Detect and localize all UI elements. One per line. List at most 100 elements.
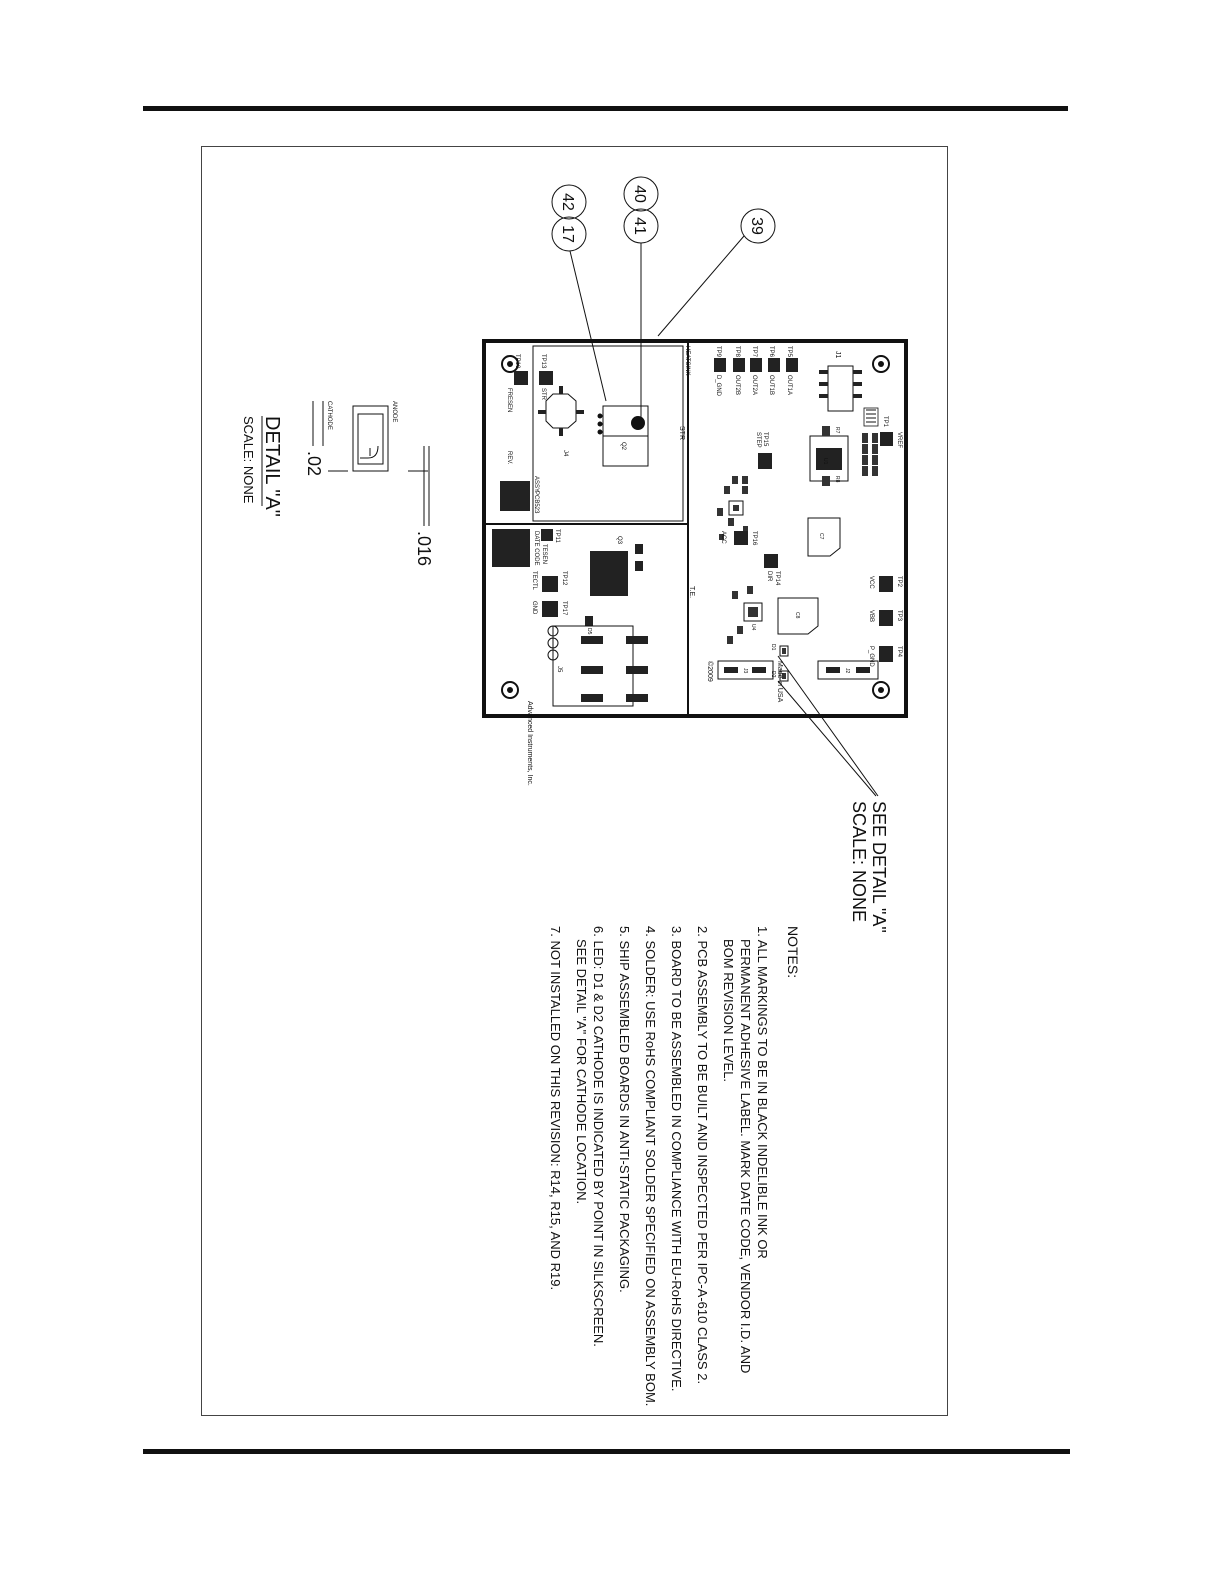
rev-label: REV. [506, 451, 512, 465]
balloon-40-text: 40 [631, 185, 648, 203]
detail-scale: SCALE: NONE [241, 416, 256, 504]
pcb-label: PCB523 [533, 491, 539, 514]
acc-label: ACC [720, 531, 726, 544]
assy-block: ASSY. PCB523 REV. [500, 451, 539, 514]
note-1a: 1. ALL MARKINGS TO BE IN BLACK INDELIBLE… [755, 926, 770, 1259]
tp10-tp13: TP10 TP13 FRESEN STR [506, 354, 553, 412]
balloon-39-text: 39 [748, 217, 765, 235]
vbb-label: VBB [868, 610, 874, 622]
out1a: OUT1A [786, 375, 792, 395]
dim-016: .016 [414, 531, 434, 566]
step-label: STEP [755, 432, 761, 448]
note-6a: 6. LED: D1 & D2 CATHODE IS INDICATED BY … [591, 926, 606, 1347]
tp7: TP7 [751, 346, 757, 358]
balloon-40-41: 40 41 [623, 176, 659, 424]
note-4: 4. SOLDER: USE RoHS COMPLIANT SOLDER SPE… [643, 926, 658, 1406]
tp14-dir: TP14 DIR [764, 554, 780, 586]
balloon-42-text: 42 [559, 193, 576, 211]
u4-region: U4 [727, 586, 763, 644]
lower-right-region: DATE CODE TP11 TESEN TP12 TECTL TP17 GND… [492, 529, 648, 786]
out2a: OUT2A [751, 375, 757, 395]
note-1c: BOM REVISION LEVEL. [721, 939, 736, 1082]
tectl-label: TECTL [531, 571, 537, 591]
q2-ref: Q2 [620, 442, 626, 451]
tp9: TP9 [715, 346, 721, 358]
j1-connector: J1 [819, 351, 862, 412]
c7-ref: C7 [818, 533, 824, 540]
see-detail-line1: SEE DETAIL "A" [869, 801, 889, 933]
test-points-right: TP2 TP3 TP4 VCC VBB P_GND [868, 576, 902, 667]
out1b: OUT1B [768, 375, 774, 395]
balloon-17-text: 17 [559, 225, 576, 243]
tp15-step: TP15 STEP [755, 432, 772, 469]
maker-label: Advanced Instruments, Inc. [526, 701, 533, 786]
j1-ref: J1 [834, 351, 841, 359]
str2-label: STR [540, 388, 546, 401]
tp2-label: TP2 [896, 576, 902, 588]
vcc-label: VCC [868, 576, 874, 589]
tp1-vref: TP1 VREF [863, 407, 902, 448]
heatsink-label: HEATSINK [684, 346, 690, 376]
balloon-41-text: 41 [631, 217, 648, 235]
drawing-frame [201, 146, 948, 1416]
j4-region: J4 [538, 386, 584, 457]
j2-j3: J2 J3 [717, 660, 879, 680]
c7-cap: C7 [807, 517, 841, 557]
tp1-label: TP1 [882, 416, 888, 428]
u1-region: U1 R7 R8 [809, 426, 878, 486]
tp10-label: TP10 [514, 354, 520, 369]
date-code-label: DATE CODE [533, 531, 539, 566]
te-label: T.E. [688, 586, 695, 598]
see-detail-leader: SEE DETAIL "A" SCALE: NONE [777, 655, 889, 933]
cathode-label: CATHODE [326, 401, 332, 430]
assembly-drawing: 39 40 41 42 17 TP5 TP6 TP7 TP8 T [201, 146, 948, 1416]
made-in-usa: Made in USA [776, 661, 783, 703]
tp16-label: TP16 [751, 531, 757, 546]
tp8: TP8 [734, 346, 740, 358]
note-7: 7. NOT INSTALLED ON THIS REVISION: R14, … [548, 926, 563, 1290]
tp16-acc: TP16 ACC [720, 531, 757, 546]
detail-title: DETAIL "A" [261, 416, 283, 517]
see-detail-line2: SCALE: NONE [849, 801, 869, 922]
vref-label: VREF [896, 432, 902, 448]
tp11-label: TP11 [554, 529, 560, 544]
j4-ref: J4 [562, 450, 568, 457]
pgnd-label: P_GND [868, 646, 874, 667]
c8-ref: C8 [794, 612, 800, 619]
d-gnd: D_GND [715, 375, 721, 397]
str-label: STR [678, 426, 685, 440]
u4-ref: U4 [750, 624, 756, 631]
note-6b: SEE DETAIL "A" FOR CATHODE LOCATION. [574, 939, 589, 1204]
dir-label: DIR [766, 571, 772, 582]
tp6: TP6 [768, 346, 774, 358]
j2-ref: J2 [844, 668, 850, 674]
r7-ref: R7 [834, 427, 840, 434]
note-5: 5. SHIP ASSEMBLED BOARDS IN ANTI-STATIC … [617, 926, 632, 1293]
tp13-label: TP13 [540, 354, 546, 369]
heatsink-region: HEATSINK STR Q2 [532, 345, 690, 522]
assy-label: ASSY. [533, 476, 539, 493]
tp3-label: TP3 [896, 610, 902, 622]
detail-a: ANODE CATHODE .016 .02 DETAIL "A" SCALE:… [241, 401, 434, 566]
tesen-label: TESEN [541, 544, 547, 564]
d5-ref: D5 [586, 628, 592, 635]
bottom-rule [143, 1449, 1070, 1454]
tp4-label: TP4 [896, 646, 902, 658]
tp15-label: TP15 [762, 432, 768, 447]
d1-ref: D1 [770, 644, 776, 651]
balloon-39: 39 [657, 208, 776, 337]
tp5: TP5 [786, 346, 792, 358]
fresen-label: FRESEN [506, 388, 512, 412]
test-points-left: TP5 TP6 TP7 TP8 TP9 OUT1A OUT1B OUT2A OU… [714, 346, 798, 397]
tp12-label: TP12 [561, 571, 567, 586]
tp17-label: TP17 [561, 601, 567, 616]
note-2: 2. PCB ASSEMBLY TO BE BUILT AND INSPECTE… [695, 926, 710, 1384]
anode-label: ANODE [391, 401, 397, 422]
notes-block: NOTES: 1. ALL MARKINGS TO BE IN BLACK IN… [548, 926, 801, 1406]
q3-ref: Q3 [616, 536, 622, 545]
dim-02: .02 [304, 451, 324, 476]
notes-title: NOTES: [785, 926, 801, 978]
tp14-label: TP14 [774, 571, 780, 586]
gnd-label: GND [531, 601, 537, 615]
j3-ref: J3 [742, 668, 748, 674]
